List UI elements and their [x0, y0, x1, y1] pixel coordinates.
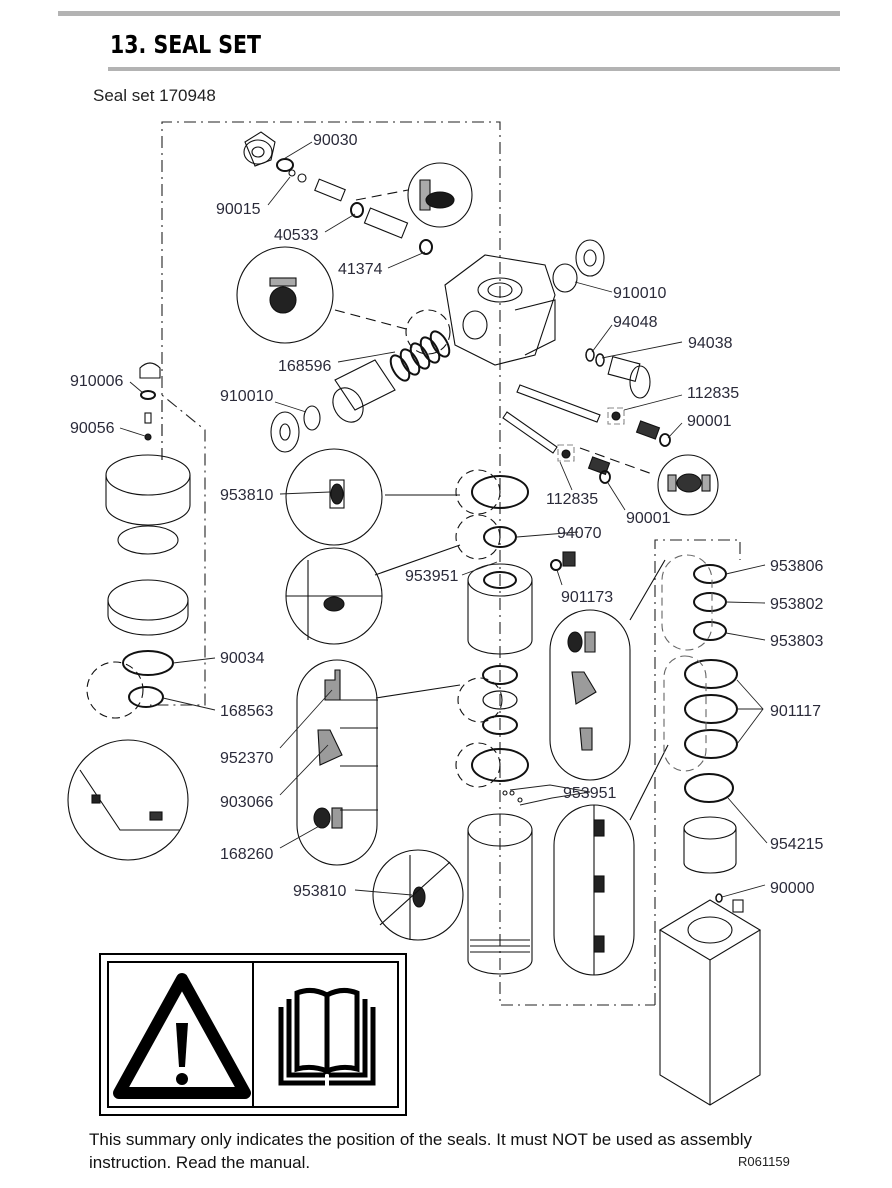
- cylinder: [467, 790, 533, 975]
- spool: [332, 359, 396, 423]
- part-label-41374: 41374: [338, 261, 383, 278]
- part-label-953810-bottom: 953810: [293, 883, 346, 900]
- part-label-953802: 953802: [770, 596, 823, 613]
- warning-triangle-icon: [113, 973, 251, 1099]
- part-label-953806: 953806: [770, 558, 823, 575]
- part-label-94070: 94070: [557, 525, 602, 542]
- center-orings: [471, 475, 529, 548]
- part-label-168260: 168260: [220, 846, 273, 863]
- part-label-901117: 901117: [770, 703, 821, 720]
- part-label-94038: 94038: [688, 335, 733, 352]
- center-middle-seals: [471, 665, 529, 782]
- detail-circle-valve-seal: [355, 162, 473, 228]
- front-head: [467, 551, 576, 655]
- manual-book-icon: [278, 987, 376, 1086]
- part-label-953810-top: 953810: [220, 487, 273, 504]
- assembly-outline: [150, 121, 741, 1006]
- footer-disclaimer: This summary only indicates the position…: [89, 1130, 752, 1172]
- part-label-90030: 90030: [313, 132, 358, 149]
- control-shafts: [502, 384, 671, 484]
- top-rule: [58, 11, 840, 16]
- part-label-90000: 90000: [770, 880, 815, 897]
- part-label-952370: 952370: [220, 750, 273, 767]
- part-label-90001-bottom: 90001: [626, 510, 671, 527]
- title-rule: [108, 67, 840, 71]
- part-label-954215: 954215: [770, 836, 823, 853]
- valve-body: [444, 254, 556, 366]
- lower-housing: [658, 893, 762, 1106]
- detail-pill-right-lower: [553, 744, 669, 976]
- accumulator-assembly: [67, 362, 191, 861]
- part-label-94048: 94048: [613, 314, 658, 331]
- left-flange: [270, 411, 300, 453]
- right-column-seals: [684, 564, 738, 803]
- part-label-90001-top: 90001: [687, 413, 732, 430]
- oring-910010-left: [303, 405, 321, 431]
- part-label-40533: 40533: [274, 227, 319, 244]
- leader-lines: [119, 141, 768, 898]
- right-flange-assembly: [552, 239, 651, 399]
- lower-bushing: [683, 816, 737, 874]
- part-label-90034: 90034: [220, 650, 265, 667]
- detail-pill-left: [296, 659, 461, 866]
- seal-set-subtitle: Seal set 170948: [93, 86, 216, 105]
- part-label-910010-left: 910010: [220, 388, 273, 405]
- part-label-168596: 168596: [278, 358, 331, 375]
- detail-pill-right-upper: [549, 559, 666, 781]
- figure-reference-code: R061159: [738, 1154, 790, 1169]
- part-label-112835-top: 112835: [687, 385, 739, 402]
- manual-cell: [252, 963, 397, 1106]
- warning-cell: [109, 963, 252, 1106]
- part-label-90015: 90015: [216, 201, 261, 218]
- part-label-112835-bottom: 112835: [546, 491, 598, 508]
- part-label-953951-mid: 953951: [563, 785, 616, 802]
- detail-circle-953951: [285, 544, 461, 645]
- part-label-168563: 168563: [220, 703, 273, 720]
- part-label-903066: 903066: [220, 794, 273, 811]
- top-valve-assembly: [243, 131, 433, 255]
- part-label-910010-top: 910010: [613, 285, 666, 302]
- detail-circle-spool-seal: [236, 246, 451, 355]
- part-label-910006: 910006: [70, 373, 123, 390]
- detail-circle-shaft-seal: [579, 447, 719, 516]
- detail-circle-953810-top: [285, 448, 460, 546]
- part-label-901173: 901173: [561, 589, 613, 606]
- safety-warning-panel: [99, 953, 407, 1116]
- part-label-953803: 953803: [770, 633, 823, 650]
- part-label-953951-top: 953951: [405, 568, 458, 585]
- part-label-90056: 90056: [70, 420, 115, 437]
- detail-circle-953810-bottom: [372, 849, 464, 941]
- spool-seals: [389, 330, 451, 382]
- section-title: 13. SEAL SET: [110, 30, 262, 59]
